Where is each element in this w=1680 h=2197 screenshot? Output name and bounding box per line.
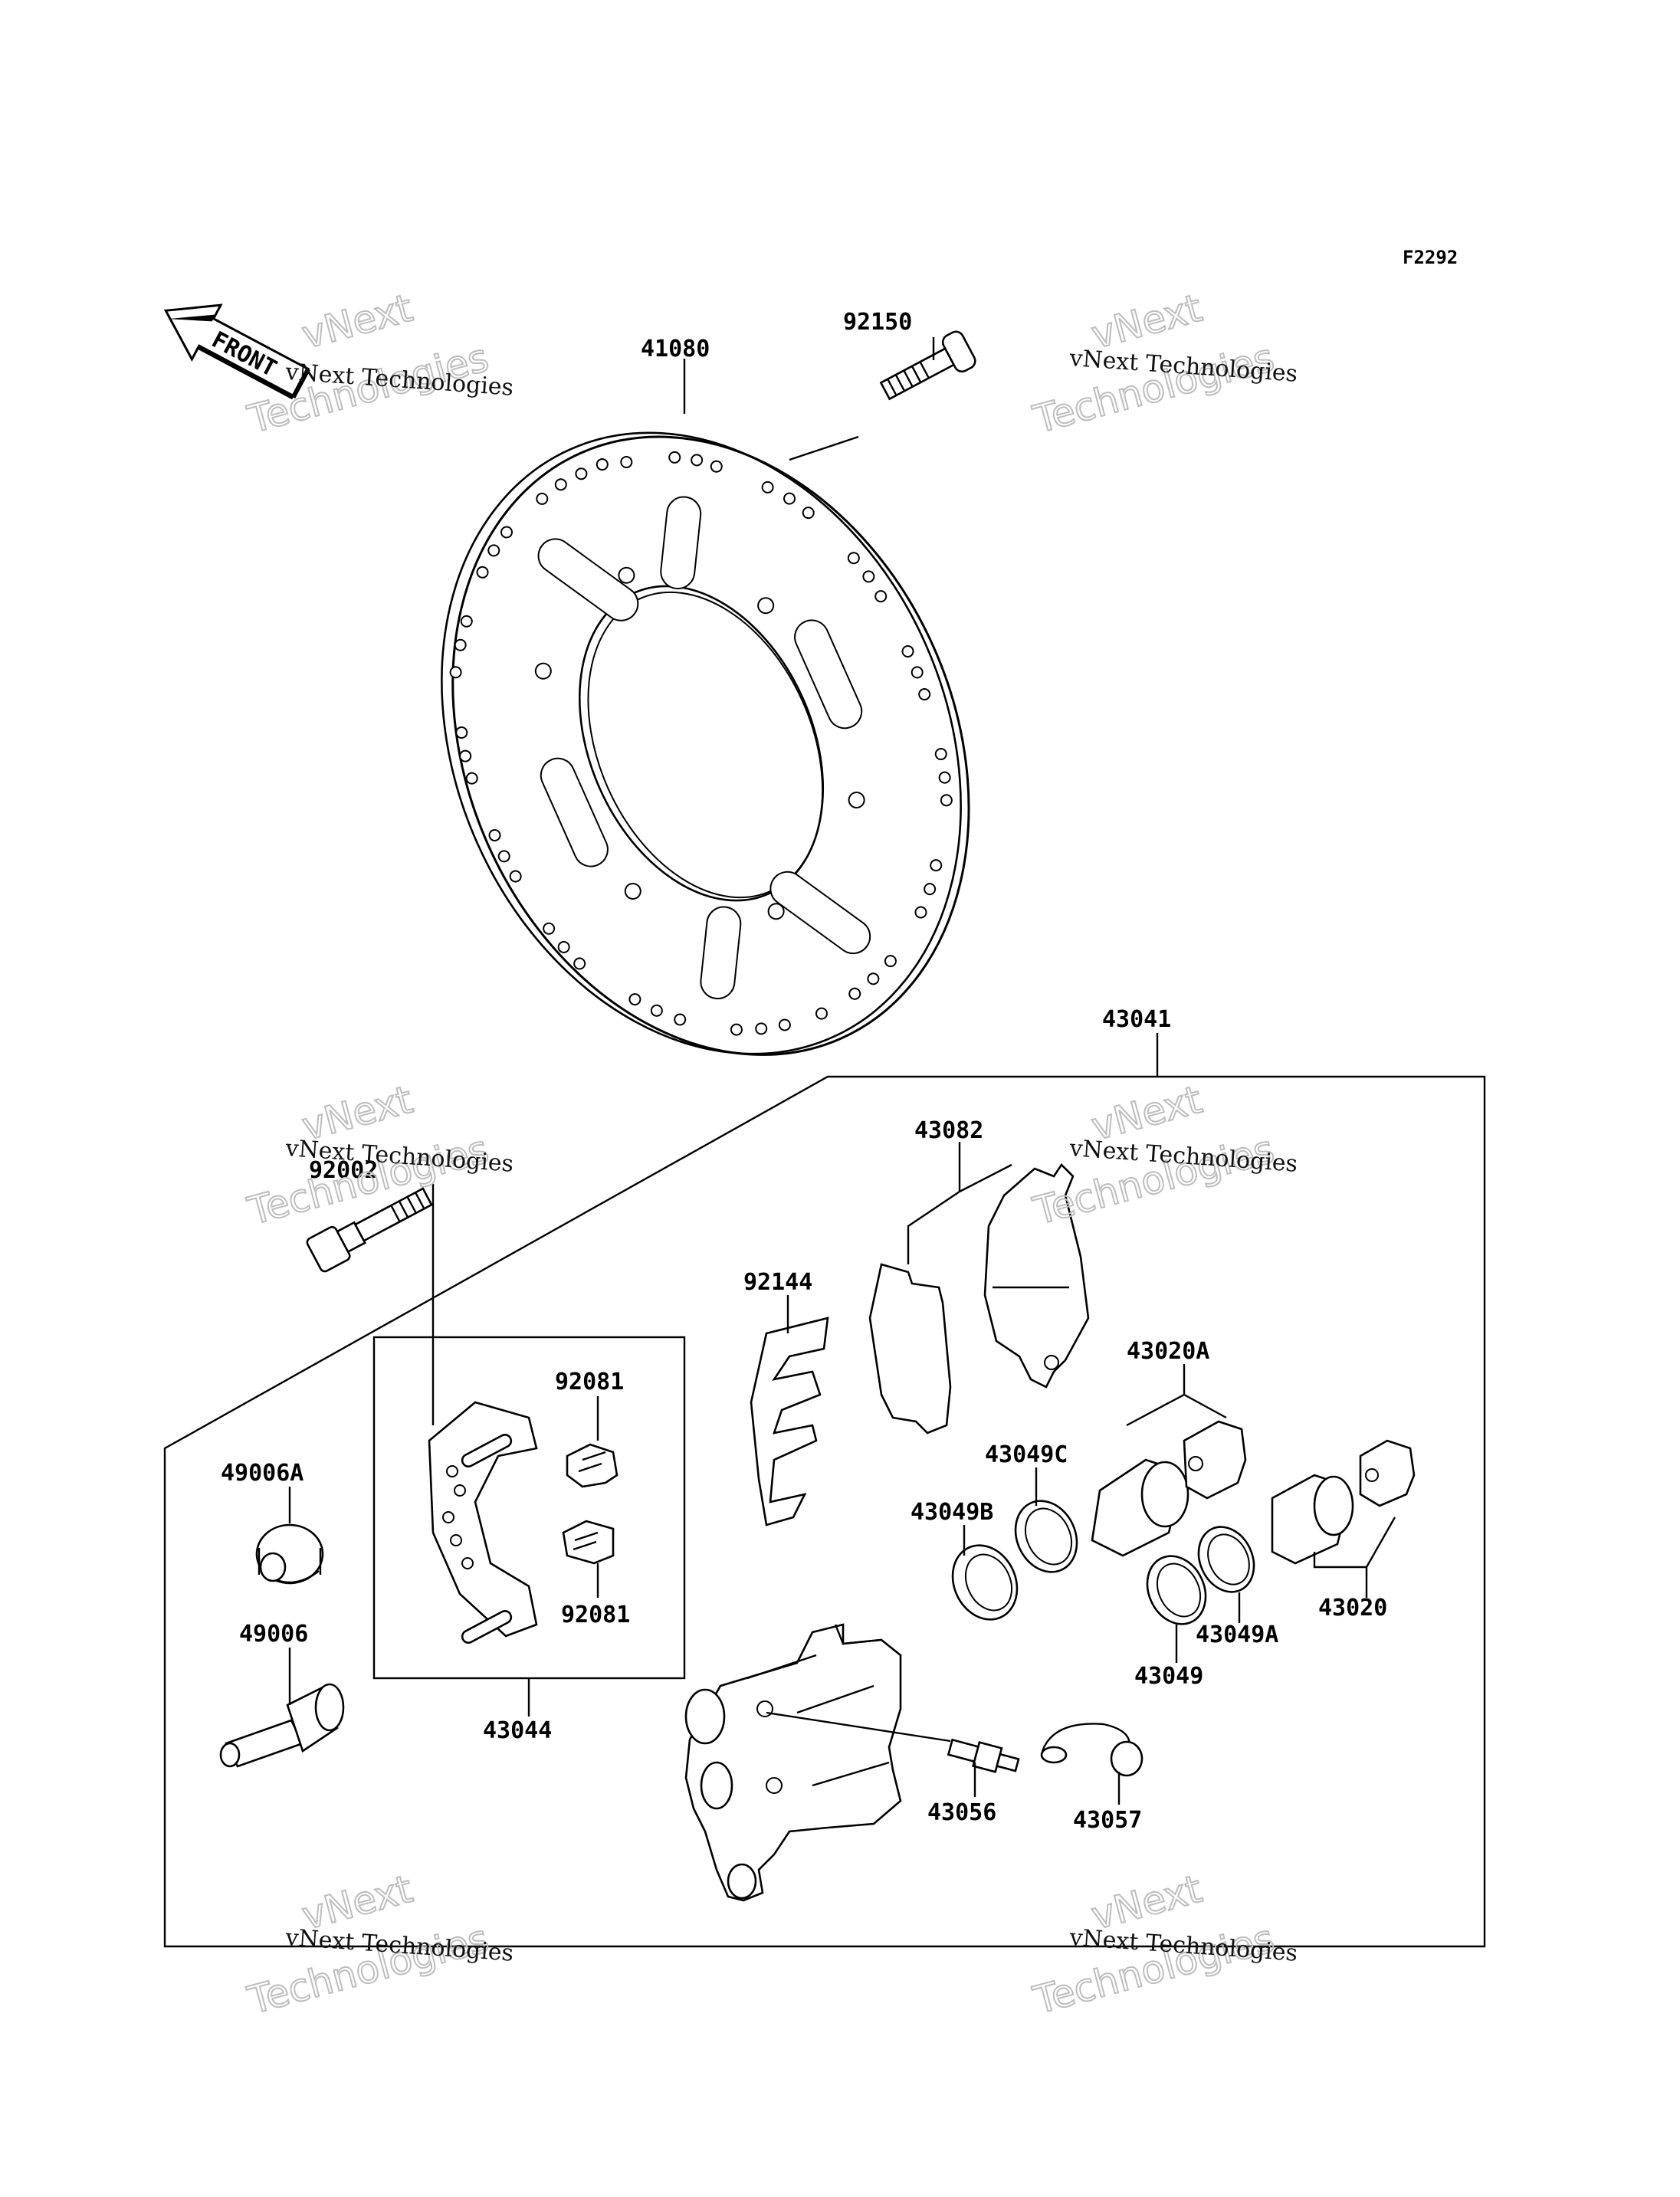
- front-arrow-icon: FRONT: [163, 303, 310, 400]
- label-41080: 41080: [641, 336, 710, 362]
- bleeder-valve: [947, 1738, 1020, 1773]
- label-43049B: 43049B: [911, 1499, 993, 1526]
- label-49006A: 49006A: [221, 1460, 304, 1487]
- leader-43056-to-caliper: [766, 1711, 951, 1743]
- seal-43049C: [1014, 1500, 1078, 1573]
- leader-43020: [1313, 1517, 1396, 1598]
- svg-text:vNext: vNext: [297, 286, 417, 358]
- watermark-bottom-left: vNext Technologies vNext Technologies: [242, 1866, 514, 2024]
- bracket-bolt: [306, 1187, 433, 1273]
- disc-bolt: [879, 330, 976, 401]
- pad-spring-lower: [562, 1520, 615, 1565]
- label-43049A: 43049A: [1196, 1622, 1278, 1648]
- leader-43020A: [1126, 1364, 1227, 1427]
- label-43057: 43057: [1073, 1807, 1142, 1834]
- label-43056: 43056: [927, 1799, 996, 1826]
- seal-43049: [1146, 1555, 1207, 1625]
- label-43049C: 43049C: [985, 1441, 1068, 1468]
- leader-92150: [789, 435, 859, 461]
- seal-43049A: [1197, 1526, 1255, 1593]
- bleeder-cap: [1040, 1723, 1144, 1777]
- label-92150: 92150: [843, 309, 912, 336]
- figure-code: F2292: [1403, 247, 1458, 268]
- watermark-mid-right: vNext Technologies vNext Technologies: [1028, 1077, 1298, 1235]
- boot-49006A: [255, 1523, 324, 1585]
- label-92002: 92002: [309, 1157, 378, 1184]
- seal-43049B: [951, 1544, 1019, 1621]
- brake-pad-left: [868, 1263, 952, 1435]
- brake-disc: [441, 431, 970, 1056]
- piston-insulator-43020A: [1183, 1420, 1247, 1500]
- anti-rattle-spring: [750, 1317, 829, 1526]
- label-49006: 49006: [239, 1621, 308, 1648]
- caliper-bracket: [428, 1401, 538, 1644]
- caliper-body: [684, 1623, 902, 1902]
- piston-43020: [1271, 1474, 1354, 1565]
- label-92081-lower: 92081: [561, 1602, 630, 1628]
- label-43020: 43020: [1318, 1595, 1387, 1622]
- watermark-mid-left: vNext Technologies vNext Technologies: [242, 1077, 514, 1235]
- label-43082: 43082: [914, 1117, 983, 1144]
- leader-43082: [907, 1142, 1012, 1264]
- watermark-top-right: vNext Technologies vNext Technologies: [1028, 285, 1298, 443]
- label-43049: 43049: [1134, 1663, 1203, 1690]
- label-92081-upper: 92081: [555, 1369, 624, 1395]
- assembly-box-43041: [163, 1075, 1486, 1948]
- guide-pin-49006: [219, 1683, 345, 1768]
- watermark-bottom-right: vNext Technologies vNext Technologies: [1028, 1866, 1298, 2024]
- label-43041: 43041: [1102, 1006, 1171, 1033]
- label-43020A: 43020A: [1127, 1338, 1209, 1365]
- pad-spring-upper: [566, 1443, 619, 1488]
- piston-insulator-43020: [1359, 1439, 1416, 1507]
- label-43044: 43044: [483, 1717, 552, 1744]
- brake-pad-right: [983, 1162, 1090, 1389]
- piston-43020A: [1091, 1458, 1189, 1557]
- label-92144: 92144: [743, 1269, 812, 1296]
